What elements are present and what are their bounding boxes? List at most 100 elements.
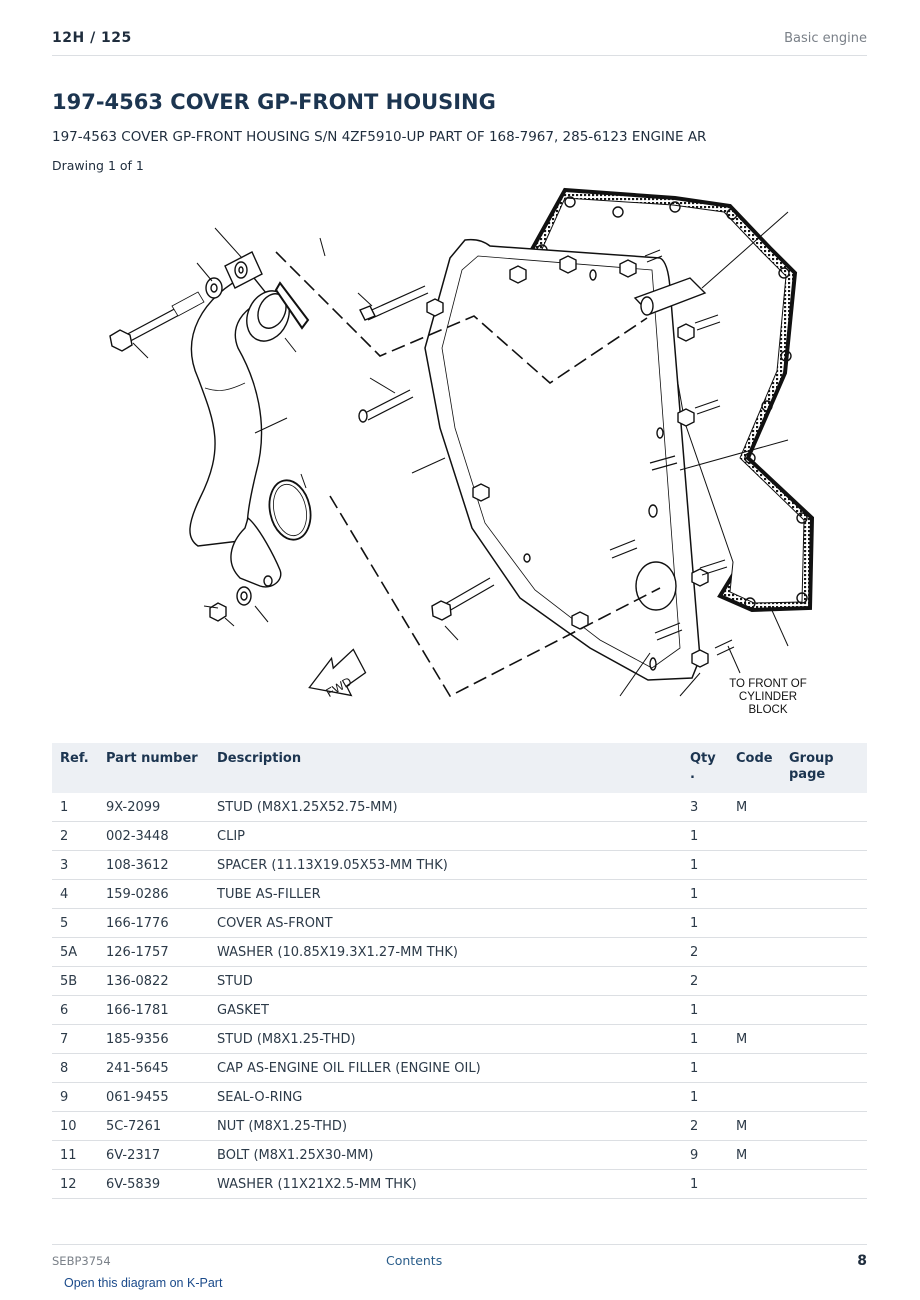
cell-ref: 2	[52, 821, 98, 851]
cell-description: STUD	[209, 966, 682, 996]
cell-description: TUBE AS-FILLER	[209, 879, 682, 909]
cell-group-page	[781, 966, 867, 996]
cell-group-page	[781, 1169, 867, 1199]
cell-code	[728, 879, 781, 909]
cell-ref: 10	[52, 1111, 98, 1141]
cell-qty: 1	[682, 1082, 728, 1112]
cell-part-number: 5C-7261	[98, 1111, 209, 1141]
cell-part-number: 159-0286	[98, 879, 209, 909]
col-qty: Qty .	[682, 743, 728, 793]
cell-group-page	[781, 1111, 867, 1141]
cell-code: M	[728, 1140, 781, 1170]
cell-group-page	[781, 908, 867, 938]
cell-description: WASHER (11X21X2.5-MM THK)	[209, 1169, 682, 1199]
assembly-lines	[275, 251, 661, 698]
cell-group-page	[781, 879, 867, 909]
cell-code	[728, 1082, 781, 1112]
page-footer: SEBP3754 Contents 8	[52, 1244, 867, 1275]
cell-description: BOLT (M8X1.25X30-MM)	[209, 1140, 682, 1170]
page-title: 197-4563 COVER GP-FRONT HOUSING	[52, 90, 496, 114]
cell-ref: 5A	[52, 937, 98, 967]
cell-code	[728, 1169, 781, 1199]
cell-qty: 2	[682, 937, 728, 967]
cell-qty: 2	[682, 1111, 728, 1141]
cell-code	[728, 1053, 781, 1083]
cell-qty: 1	[682, 879, 728, 909]
cell-ref: 6	[52, 995, 98, 1025]
cell-description: GASKET	[209, 995, 682, 1025]
cell-description: NUT (M8X1.25-THD)	[209, 1111, 682, 1141]
cell-ref: 5	[52, 908, 98, 938]
cylinder-block-note: TO FRONT OF CYLINDER BLOCK	[724, 678, 812, 717]
col-description: Description	[209, 743, 682, 793]
document-id: SEBP3754	[52, 1254, 111, 1268]
cell-description: STUD (M8X1.25-THD)	[209, 1024, 682, 1054]
cell-group-page	[781, 1082, 867, 1112]
cell-description: SPACER (11.13X19.05X53-MM THK)	[209, 850, 682, 880]
cell-part-number: 185-9356	[98, 1024, 209, 1054]
cell-qty: 1	[682, 1024, 728, 1054]
cell-part-number: 6V-5839	[98, 1169, 209, 1199]
cell-code	[728, 995, 781, 1025]
cell-group-page	[781, 1140, 867, 1170]
note-line: BLOCK	[748, 704, 788, 716]
col-code: Code	[728, 743, 781, 793]
cell-ref: 11	[52, 1140, 98, 1170]
cell-part-number: 241-5645	[98, 1053, 209, 1083]
cell-part-number: 166-1776	[98, 908, 209, 938]
cell-ref: 12	[52, 1169, 98, 1199]
section-name: Basic engine	[784, 31, 867, 46]
cell-qty: 1	[682, 821, 728, 851]
cell-ref: 1	[52, 793, 98, 822]
col-ref: Ref.	[52, 743, 98, 793]
filler-tube-drawing	[189, 272, 312, 588]
cell-ref: 3	[52, 850, 98, 880]
cell-code	[728, 908, 781, 938]
cell-code: M	[728, 793, 781, 822]
cell-qty: 1	[682, 995, 728, 1025]
page-number: 8	[857, 1253, 867, 1269]
cell-qty: 1	[682, 1169, 728, 1199]
cell-group-page	[781, 995, 867, 1025]
page-subtitle: 197-4563 COVER GP-FRONT HOUSING S/N 4ZF5…	[52, 129, 707, 145]
open-kpart-link[interactable]: Open this diagram on K-Part	[64, 1276, 223, 1290]
cell-qty: 1	[682, 908, 728, 938]
front-cover-drawing	[424, 238, 709, 681]
cell-ref: 4	[52, 879, 98, 909]
cell-part-number: 002-3448	[98, 821, 209, 851]
cell-description: CLIP	[209, 821, 682, 851]
cell-code	[728, 850, 781, 880]
cell-part-number: 6V-2317	[98, 1140, 209, 1170]
cell-part-number: 136-0822	[98, 966, 209, 996]
cell-description: WASHER (10.85X19.3X1.27-MM THK)	[209, 937, 682, 967]
cell-qty: 1	[682, 850, 728, 880]
cell-ref: 8	[52, 1053, 98, 1083]
cell-qty: 2	[682, 966, 728, 996]
cell-ref: 7	[52, 1024, 98, 1054]
cell-qty: 1	[682, 1053, 728, 1083]
cell-description: SEAL-O-RING	[209, 1082, 682, 1112]
cell-group-page	[781, 821, 867, 851]
cell-ref: 9	[52, 1082, 98, 1112]
cell-code	[728, 937, 781, 967]
cell-group-page	[781, 793, 867, 822]
cell-part-number: 108-3612	[98, 850, 209, 880]
cell-code: M	[728, 1111, 781, 1141]
cell-qty: 9	[682, 1140, 728, 1170]
page-reference: 12H / 125	[52, 30, 132, 46]
cell-group-page	[781, 1024, 867, 1054]
cell-part-number: 126-1757	[98, 937, 209, 967]
contents-link[interactable]: Contents	[386, 1253, 443, 1268]
